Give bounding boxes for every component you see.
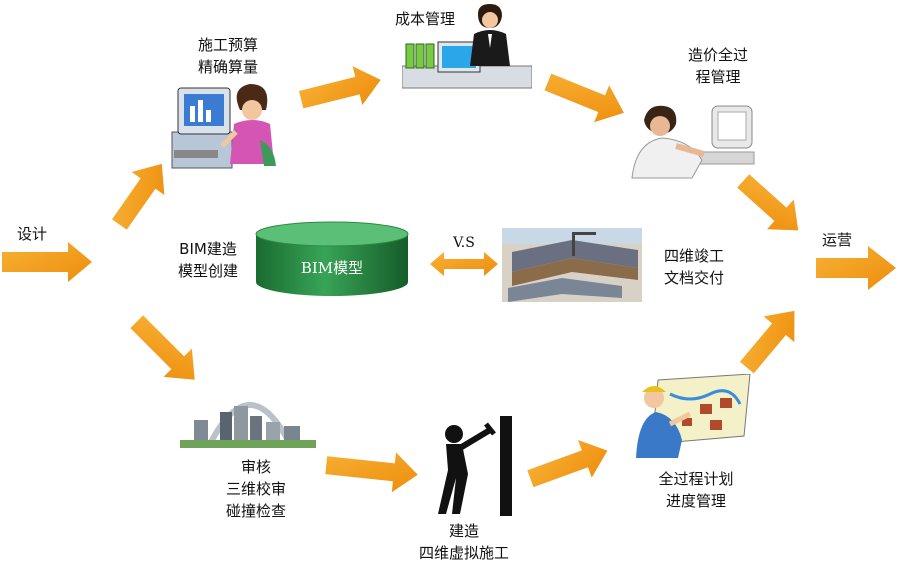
bim-model-cylinder: [255, 221, 409, 296]
construction-worker-illustration: [438, 416, 512, 516]
cost-label: 成本管理: [394, 10, 455, 28]
review-label: 审核 三维校审 碰撞检查: [225, 458, 286, 520]
arrow-schedule-to-operation: [739, 310, 795, 374]
budget-label: 施工预算 精确算量: [197, 36, 258, 76]
arrow-design-to-review: [130, 315, 195, 380]
arrow-review-to-build: [325, 452, 418, 493]
design-label: 设计: [16, 225, 47, 243]
arrow-build-to-schedule: [527, 440, 608, 488]
city-arch-illustration: [180, 402, 316, 448]
completion-label: 四维竣工 文档交付: [663, 247, 724, 287]
completed-buildings-illustration: [502, 228, 642, 302]
vs-label: V.S: [453, 235, 475, 251]
arrow-design-to-budget: [111, 163, 165, 230]
arrow-operation-out: [816, 246, 896, 290]
bim-create-label: BIM建造 模型创建: [177, 240, 238, 280]
arrow-budget-to-cost: [299, 66, 381, 109]
bim-model-label: BIM模型: [300, 259, 364, 277]
schedule-planner-illustration: [636, 374, 751, 458]
cost-full-label: 造价全过 程管理: [687, 46, 748, 86]
arrow-design-in: [2, 242, 92, 282]
budget-worker-illustration: [171, 84, 276, 169]
arrow-vs-double: [430, 252, 498, 276]
schedule-label: 全过程计划 进度管理: [658, 470, 734, 510]
cost-manager-illustration: [402, 4, 532, 89]
operation-label: 运营: [821, 231, 852, 249]
arrow-costfull-to-operation: [737, 174, 799, 231]
virtual-build-label: 建造 四维虚拟施工: [418, 522, 509, 562]
cost-process-illustration: [631, 105, 755, 179]
arrow-cost-to-costfull: [544, 73, 624, 123]
